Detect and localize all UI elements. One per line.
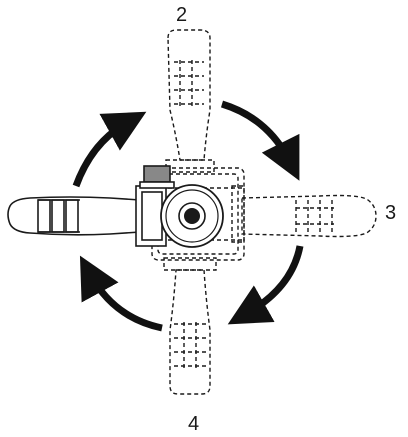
position-label-2: 2 — [176, 4, 188, 26]
handle-position-4 — [163, 257, 217, 395]
curved-arrow-icon — [72, 111, 147, 188]
rotation-arrows — [72, 100, 304, 332]
curved-arrow-icon — [220, 100, 300, 181]
handle-position-3 — [231, 185, 377, 243]
curved-arrow-icon — [227, 245, 304, 325]
position-label-3: 3 — [385, 202, 397, 224]
rotary-hub-icon — [160, 184, 224, 248]
lock-button-icon — [143, 165, 171, 183]
position-label-4: 4 — [188, 413, 200, 435]
handle-position-2 — [165, 29, 215, 173]
curved-arrow-icon — [79, 255, 163, 332]
handle-position-1 — [7, 196, 141, 236]
